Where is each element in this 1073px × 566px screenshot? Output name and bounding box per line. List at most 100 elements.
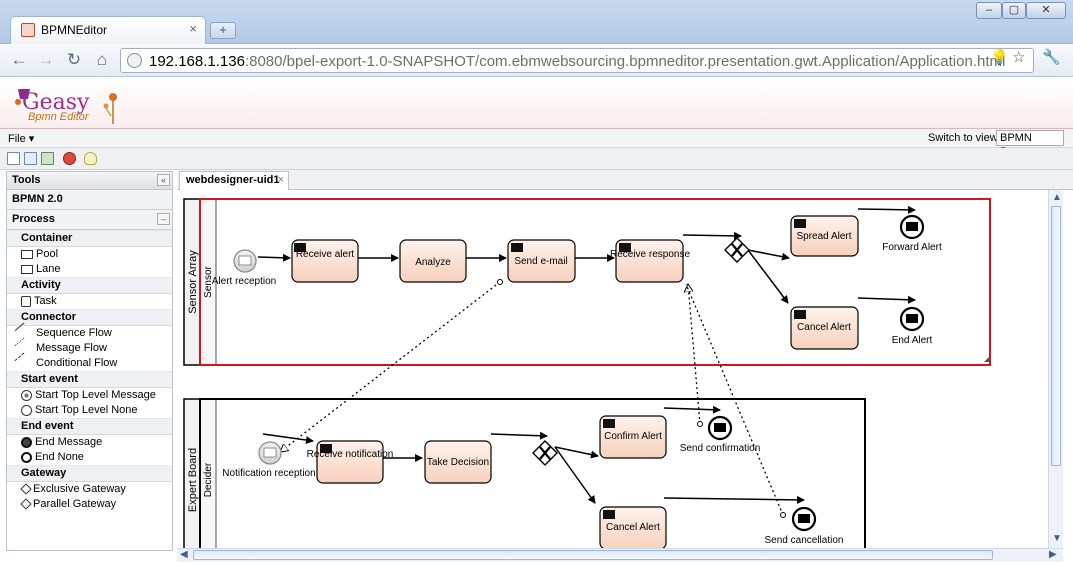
task-cancel-alert-1[interactable]: Cancel Alert	[790, 306, 859, 350]
end-event-send-cancellation[interactable]: Send cancellation	[765, 506, 844, 546]
editor-tab-bar: webdesigner-uid1 ×	[177, 170, 1073, 190]
diagram-canvas[interactable]: Sensor Array Sensor Expert Board Decider	[177, 190, 1048, 548]
pool-border	[199, 398, 866, 548]
tool-end-message[interactable]: End Message	[7, 435, 172, 450]
close-window-button[interactable]: ✕	[1026, 2, 1066, 19]
switch-view-label: Switch to view:	[928, 132, 1001, 144]
tool-task[interactable]: Task	[7, 294, 172, 309]
hint-bulb-icon[interactable]	[84, 152, 97, 165]
maximize-window-button[interactable]: ▢	[1002, 2, 1026, 19]
pool-name: Sensor Array	[187, 250, 199, 314]
exclusive-gateway-icon	[20, 483, 32, 495]
pool-sensor-array[interactable]: Sensor Array Sensor	[183, 198, 991, 366]
task-receive-alert[interactable]: Receive alert	[291, 239, 359, 283]
lightbulb-icon[interactable]: 💡	[990, 49, 1009, 66]
task-cancel-alert-2[interactable]: Cancel Alert	[599, 506, 667, 548]
tool-exclusive-gateway[interactable]: Exclusive Gateway	[7, 482, 172, 497]
scroll-left-icon[interactable]: ◀	[180, 549, 188, 560]
horizontal-scroll-thumb[interactable]	[193, 550, 993, 560]
tool-task-label: Task	[34, 295, 57, 307]
vertical-scrollbar[interactable]: ▲ ▼	[1048, 190, 1063, 548]
tool-parallel-gateway[interactable]: Parallel Gateway	[7, 497, 172, 512]
collapse-tools-button[interactable]: «	[157, 174, 170, 186]
tool-sequence-flow-label: Sequence Flow	[36, 327, 112, 339]
browser-tab[interactable]: BPMNEditor ×	[10, 16, 206, 44]
end-event-end-alert[interactable]: End Alert	[892, 306, 933, 346]
task-send-email[interactable]: Send e-mail	[507, 239, 576, 283]
file-menu[interactable]: File ▾	[8, 133, 35, 145]
tool-start-message[interactable]: Start Top Level Message	[7, 388, 172, 403]
end-event-forward-alert[interactable]: Forward Alert	[882, 214, 942, 253]
bpmn-diagram: Sensor Array Sensor Expert Board Decider	[183, 198, 991, 548]
close-tab-icon[interactable]: ×	[189, 21, 197, 36]
pool-icon	[21, 249, 33, 259]
event-label: Alert reception	[212, 276, 276, 287]
task-receive-notification[interactable]: Receive notification	[307, 440, 394, 484]
lane-name: Decider	[203, 462, 214, 497]
home-icon[interactable]: ⌂	[96, 50, 108, 69]
end-none-icon	[21, 451, 32, 463]
task-icon	[21, 295, 31, 307]
task-take-decision[interactable]: Take Decision	[424, 440, 492, 484]
wrench-icon[interactable]: 🔧	[1042, 49, 1061, 66]
browser-titlebar: BPMNEditor × + – ▢ ✕	[0, 0, 1073, 44]
collapse-process-button[interactable]: –	[157, 213, 170, 225]
close-editor-tab-icon[interactable]: ×	[277, 174, 284, 186]
task-confirm-alert[interactable]: Confirm Alert	[599, 415, 667, 459]
scroll-down-icon[interactable]: ▼	[1052, 533, 1062, 544]
task-receive-response[interactable]: Receive response	[610, 239, 690, 283]
new-tab-button[interactable]: +	[210, 22, 236, 39]
reload-icon[interactable]: ↻	[66, 50, 82, 69]
envelope-icon	[619, 243, 631, 252]
task-label: Receive response	[610, 249, 690, 260]
back-icon[interactable]: ←	[10, 50, 28, 69]
pool-expert-board[interactable]: Expert Board Decider	[183, 398, 866, 548]
horizontal-scrollbar[interactable]: ◀ ▶	[177, 548, 1063, 562]
stop-icon[interactable]	[63, 152, 76, 165]
tool-lane[interactable]: Lane	[7, 262, 172, 277]
process-category[interactable]: Process –	[7, 210, 172, 230]
open-icon[interactable]	[24, 152, 37, 165]
bookmark-star-icon[interactable]: ☆	[1012, 49, 1026, 66]
task-label: Analyze	[415, 257, 451, 268]
minimize-window-button[interactable]: –	[976, 2, 1002, 19]
tool-end-message-label: End Message	[35, 436, 103, 448]
tool-message-flow-label: Message Flow	[36, 342, 107, 354]
task-spread-alert[interactable]: Spread Alert	[790, 215, 859, 257]
scroll-up-icon[interactable]: ▲	[1052, 192, 1062, 203]
end-message-icon	[21, 436, 32, 448]
save-icon[interactable]	[41, 152, 54, 165]
tool-conditional-flow[interactable]: Conditional Flow	[7, 352, 172, 371]
tool-message-flow[interactable]: Message Flow	[7, 337, 172, 356]
section-connector: Connector	[7, 309, 172, 326]
forward-icon[interactable]: →	[37, 50, 55, 69]
resize-handle-icon[interactable]	[984, 357, 989, 362]
vertical-scroll-thumb[interactable]	[1051, 206, 1061, 466]
tool-pool[interactable]: Pool	[7, 247, 172, 262]
event-label: Send confirmation	[680, 443, 761, 454]
task-analyze[interactable]: Analyze	[399, 239, 467, 283]
scroll-right-icon[interactable]: ▶	[1049, 549, 1057, 560]
end-event-send-confirmation[interactable]: Send confirmation	[680, 415, 761, 454]
parallel-gateway-icon	[20, 498, 32, 510]
tools-title: Tools	[12, 174, 41, 186]
new-document-icon[interactable]	[7, 152, 20, 165]
editor-tab[interactable]: webdesigner-uid1 ×	[179, 171, 289, 190]
gateway-x-icon	[731, 243, 743, 257]
page-info-icon	[127, 53, 142, 68]
logo-flower-icon	[103, 93, 117, 124]
start-event-alert-reception[interactable]: Alert reception	[212, 249, 276, 287]
task-label: Confirm Alert	[604, 431, 662, 442]
bpmn-category[interactable]: BPMN 2.0	[7, 190, 172, 210]
exclusive-gateway-2[interactable]	[532, 440, 558, 466]
exclusive-gateway-1[interactable]	[724, 237, 750, 263]
lane-icon	[21, 264, 33, 274]
tool-end-none[interactable]: End None	[7, 450, 172, 465]
tool-sequence-flow[interactable]: Sequence Flow	[7, 322, 172, 341]
start-event-notification-reception[interactable]: Notification reception	[222, 441, 316, 479]
url-bar[interactable]: 192.168.1.136:8080/bpel-export-1.0-SNAPS…	[120, 48, 1034, 73]
switch-view-select[interactable]: BPMN Process	[996, 130, 1064, 158]
event-label: Send cancellation	[765, 535, 844, 546]
envelope-icon	[794, 219, 806, 228]
tool-start-none[interactable]: Start Top Level None	[7, 403, 172, 418]
